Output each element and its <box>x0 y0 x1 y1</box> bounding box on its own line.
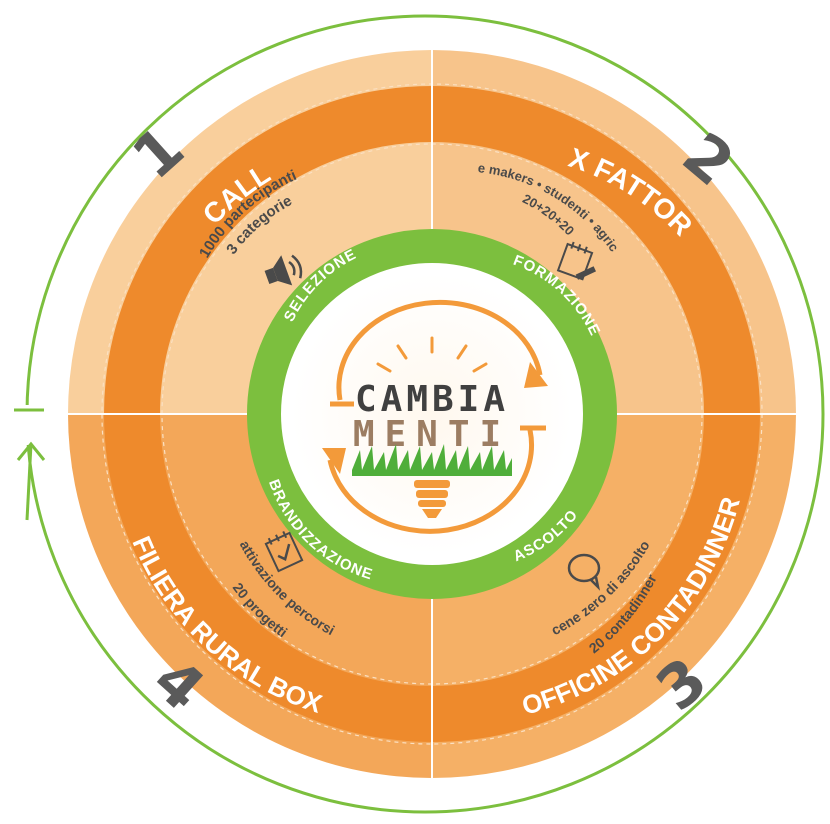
bulb-base-icon <box>414 480 450 518</box>
cycle-arrow-bottom-icon <box>327 429 535 534</box>
ring-arrow-icon <box>16 441 46 461</box>
grass-icon <box>352 444 512 476</box>
outer-ring-gap <box>0 405 60 445</box>
speech-bubble-icon <box>567 553 601 591</box>
notepad-icon <box>556 241 596 281</box>
ring-arrow-shaft <box>25 443 33 521</box>
checklist-icon <box>264 530 304 573</box>
light-rays-icon <box>376 336 488 373</box>
cambiamenti-logo: CAMBIA MENTI <box>292 274 572 554</box>
cycle-arrow-top-icon <box>336 299 543 401</box>
logo-line-2: MENTI <box>353 414 511 455</box>
logo-line-1: CAMBIA <box>355 379 509 420</box>
speaker-icon <box>264 254 303 286</box>
